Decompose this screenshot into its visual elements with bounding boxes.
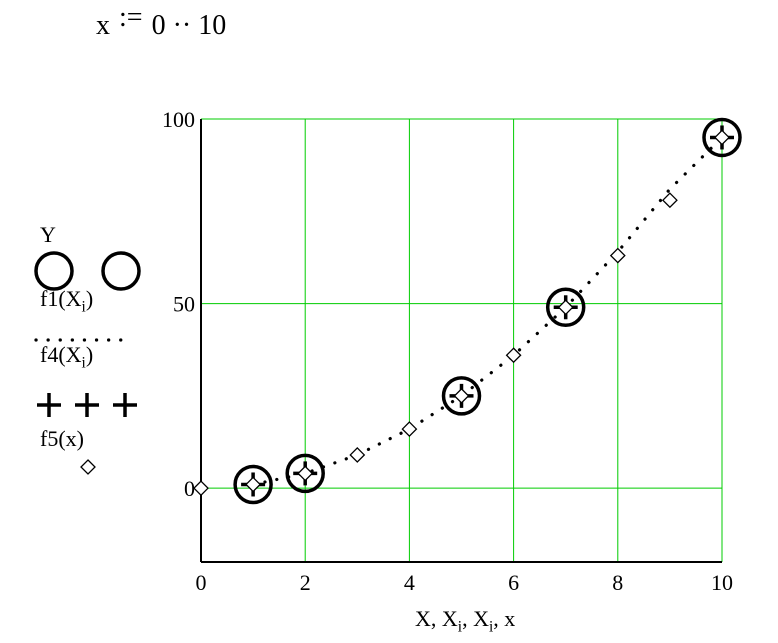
series-0-point-3 bbox=[545, 287, 586, 328]
series-3-point-9 bbox=[661, 192, 678, 209]
series-1-line bbox=[251, 135, 724, 487]
definition-assign: := bbox=[119, 2, 143, 33]
legend-swatch-circle-2 bbox=[101, 251, 141, 291]
x-tick-label-6: 6 bbox=[508, 570, 519, 595]
legend-label-f4: f4(Xi) bbox=[40, 342, 94, 372]
y-tick-label-50: 50 bbox=[173, 292, 195, 317]
legend-label-f5: f5(x) bbox=[40, 426, 84, 451]
legend-swatch-cross-2 bbox=[113, 393, 137, 417]
series-0-point-1 bbox=[285, 453, 325, 494]
definition-range-start: 0 bbox=[151, 10, 166, 41]
series-0-point-2 bbox=[441, 376, 482, 416]
legend-swatch-cross-1 bbox=[75, 393, 99, 417]
legend-swatch-diamond bbox=[80, 459, 96, 475]
x-tick-label-4: 4 bbox=[404, 570, 415, 595]
series-0-point-0 bbox=[233, 464, 273, 505]
series-3-point-7 bbox=[557, 299, 574, 316]
series-3-point-8 bbox=[609, 247, 626, 264]
series-3-point-4 bbox=[401, 421, 418, 438]
series-3-point-10 bbox=[714, 129, 730, 146]
legend-label-y: Y bbox=[40, 222, 56, 247]
series-3-point-6 bbox=[505, 347, 522, 364]
definition-range-sep: ·· bbox=[172, 10, 192, 41]
range-definition: x := 0 ·· 10 bbox=[96, 2, 227, 42]
definition-range-end: 10 bbox=[198, 10, 227, 41]
x-tick-label-10: 10 bbox=[711, 570, 733, 595]
x-axis-label: X, Xi, Xi, x bbox=[415, 606, 516, 636]
definition-variable: x bbox=[96, 10, 110, 41]
data-marks bbox=[193, 117, 742, 505]
series-3-point-0 bbox=[193, 480, 209, 497]
series-0-point-4 bbox=[702, 117, 742, 158]
legend-label-f1: f1(Xi) bbox=[40, 286, 94, 316]
axes bbox=[200, 118, 723, 563]
series-3-point-1 bbox=[245, 476, 262, 493]
x-tick-label-2: 2 bbox=[300, 570, 311, 595]
legend-swatch-cross-0 bbox=[37, 393, 61, 417]
legend-swatches bbox=[34, 251, 141, 475]
series-3-point-2 bbox=[297, 465, 314, 482]
series-3-point-5 bbox=[453, 387, 470, 404]
series-3-point-3 bbox=[349, 447, 366, 463]
x-tick-label-0: 0 bbox=[196, 570, 207, 595]
y-tick-label-100: 100 bbox=[162, 107, 195, 132]
grid bbox=[200, 118, 723, 562]
y-tick-label-0: 0 bbox=[184, 476, 195, 501]
x-tick-label-8: 8 bbox=[612, 570, 623, 595]
legend-swatch-circle-1 bbox=[34, 251, 74, 291]
